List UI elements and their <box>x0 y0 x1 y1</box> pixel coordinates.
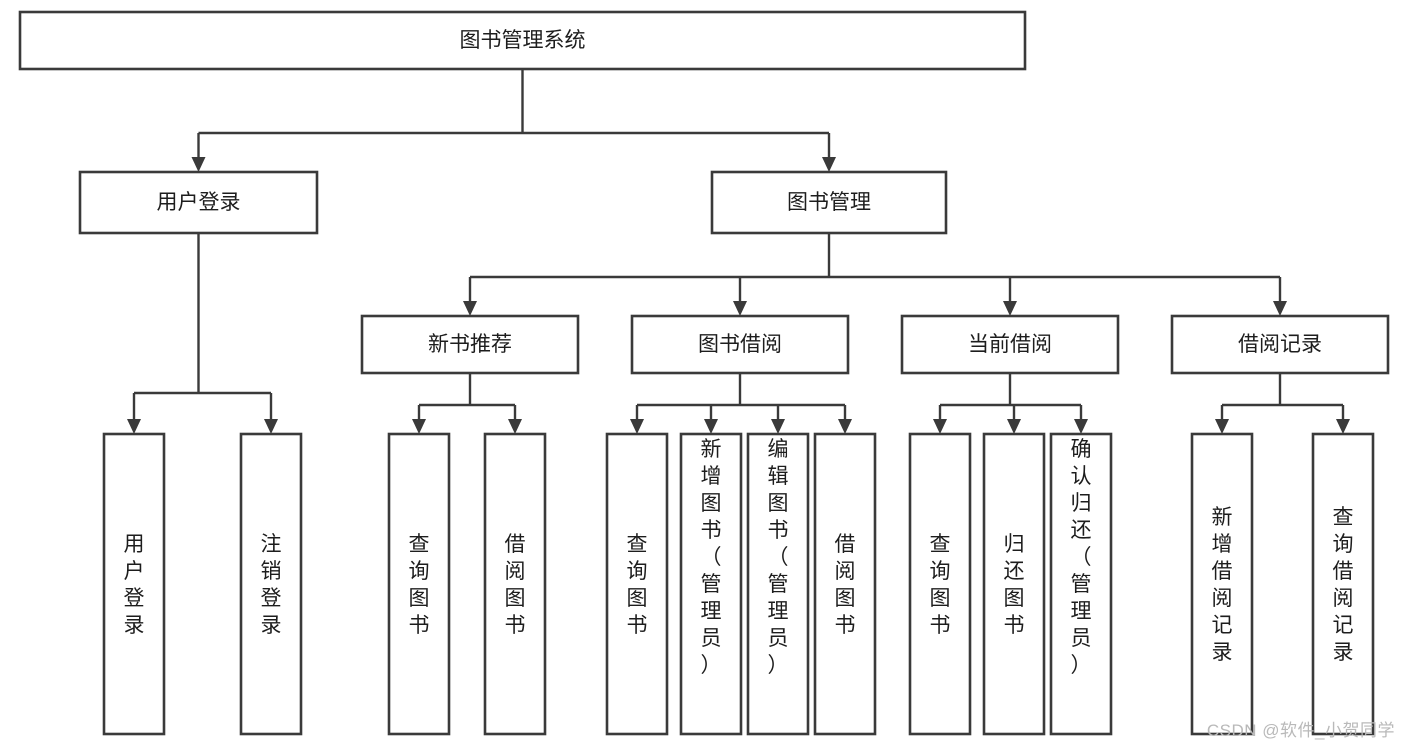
node-new-book-recommend[interactable]: 新书推荐 <box>360 314 580 375</box>
node-leaf-return-book-box[interactable] <box>982 432 1046 736</box>
user-login-to-leaves-arrow-1 <box>264 419 278 434</box>
book-borrow-to-leaves-arrow-3 <box>838 419 852 434</box>
node-book-manage-box[interactable] <box>710 170 948 235</box>
node-leaf-add-book-label: 新增图书（管理员） <box>701 438 722 677</box>
node-book-borrow[interactable]: 图书借阅 <box>630 314 850 375</box>
node-leaf-borrow-book-1-label: 借阅图书 <box>505 533 526 637</box>
node-leaf-logout-login-box[interactable] <box>239 432 303 736</box>
node-leaf-return-book[interactable]: 归还图书 <box>982 432 1046 736</box>
node-layer: 图书管理系统用户登录图书管理新书推荐图书借阅当前借阅借阅记录用户登录注销登录查询… <box>18 10 1390 736</box>
current-borrow-to-leaves-arrow-0 <box>933 419 947 434</box>
node-leaf-confirm-return-label: 确认归还（管理员） <box>1071 438 1092 677</box>
node-root-system[interactable]: 图书管理系统 <box>18 10 1027 71</box>
node-user-login-box[interactable] <box>78 170 319 235</box>
book-manage-to-level3-arrow-0 <box>463 301 477 316</box>
node-leaf-add-book[interactable]: 新增图书（管理员） <box>679 432 743 736</box>
node-book-manage-label: 图书管理 <box>787 191 871 214</box>
node-leaf-add-borrow-record-label: 新增借阅记录 <box>1212 506 1233 664</box>
node-user-login-label: 用户登录 <box>157 191 241 214</box>
book-borrow-to-leaves-arrow-0 <box>630 419 644 434</box>
new-book-recommend-to-leaves-arrow-1 <box>508 419 522 434</box>
book-manage-to-level3-arrow-3 <box>1273 301 1287 316</box>
node-book-borrow-box[interactable] <box>630 314 850 375</box>
node-leaf-add-borrow-record-box[interactable] <box>1190 432 1254 736</box>
node-book-borrow-label: 图书借阅 <box>698 333 782 356</box>
node-leaf-query-book-2-box[interactable] <box>605 432 669 736</box>
node-new-book-recommend-label: 新书推荐 <box>428 333 512 356</box>
node-current-borrow-label: 当前借阅 <box>968 333 1052 356</box>
node-leaf-query-borrow-record-label: 查询借阅记录 <box>1333 506 1354 664</box>
node-leaf-user-login-label: 用户登录 <box>124 533 145 637</box>
node-leaf-query-book-1-label: 查询图书 <box>409 533 430 637</box>
book-manage-to-level3-arrow-2 <box>1003 301 1017 316</box>
node-leaf-edit-book-box[interactable] <box>746 432 810 736</box>
node-leaf-query-book-3[interactable]: 查询图书 <box>908 432 972 736</box>
node-leaf-confirm-return[interactable]: 确认归还（管理员） <box>1049 432 1113 736</box>
node-borrow-record-box[interactable] <box>1170 314 1390 375</box>
node-leaf-add-borrow-record[interactable]: 新增借阅记录 <box>1190 432 1254 736</box>
current-borrow-to-leaves-arrow-2 <box>1074 419 1088 434</box>
borrow-record-to-leaves-arrow-1 <box>1336 419 1350 434</box>
node-leaf-borrow-book-2-box[interactable] <box>813 432 877 736</box>
node-leaf-confirm-return-box[interactable] <box>1049 432 1113 736</box>
node-leaf-logout-login-label: 注销登录 <box>261 533 282 637</box>
node-borrow-record-label: 借阅记录 <box>1238 333 1322 356</box>
node-leaf-borrow-book-2[interactable]: 借阅图书 <box>813 432 877 736</box>
node-new-book-recommend-box[interactable] <box>360 314 580 375</box>
node-leaf-borrow-book-1[interactable]: 借阅图书 <box>483 432 547 736</box>
new-book-recommend-to-leaves-arrow-0 <box>412 419 426 434</box>
node-leaf-query-borrow-record-box[interactable] <box>1311 432 1375 736</box>
node-leaf-query-borrow-record[interactable]: 查询借阅记录 <box>1311 432 1375 736</box>
root-to-level2-arrow-1 <box>822 157 836 172</box>
node-leaf-query-book-2[interactable]: 查询图书 <box>605 432 669 736</box>
node-leaf-query-book-3-label: 查询图书 <box>930 533 951 637</box>
node-leaf-query-book-1[interactable]: 查询图书 <box>387 432 451 736</box>
book-manage-to-level3-arrow-1 <box>733 301 747 316</box>
node-current-borrow-box[interactable] <box>900 314 1120 375</box>
node-leaf-add-book-box[interactable] <box>679 432 743 736</box>
user-login-to-leaves-arrow-0 <box>127 419 141 434</box>
book-borrow-to-leaves-arrow-2 <box>771 419 785 434</box>
borrow-record-to-leaves-arrow-0 <box>1215 419 1229 434</box>
root-to-level2-arrow-0 <box>191 157 206 172</box>
node-leaf-borrow-book-2-label: 借阅图书 <box>835 533 856 637</box>
node-leaf-query-book-2-label: 查询图书 <box>627 533 648 637</box>
node-borrow-record[interactable]: 借阅记录 <box>1170 314 1390 375</box>
node-leaf-borrow-book-1-box[interactable] <box>483 432 547 736</box>
node-leaf-user-login[interactable]: 用户登录 <box>102 432 166 736</box>
node-user-login[interactable]: 用户登录 <box>78 170 319 235</box>
connector-layer <box>127 69 1350 434</box>
node-book-manage[interactable]: 图书管理 <box>710 170 948 235</box>
node-leaf-logout-login[interactable]: 注销登录 <box>239 432 303 736</box>
csdn-watermark: CSDN @软件_小贺同学 <box>1206 721 1395 740</box>
node-leaf-edit-book-label: 编辑图书（管理员） <box>768 438 789 677</box>
node-current-borrow[interactable]: 当前借阅 <box>900 314 1120 375</box>
node-leaf-edit-book[interactable]: 编辑图书（管理员） <box>746 432 810 736</box>
node-leaf-user-login-box[interactable] <box>102 432 166 736</box>
node-root-system-label: 图书管理系统 <box>460 29 586 52</box>
node-leaf-query-book-3-box[interactable] <box>908 432 972 736</box>
node-root-system-box[interactable] <box>18 10 1027 71</box>
node-leaf-return-book-label: 归还图书 <box>1004 533 1025 637</box>
current-borrow-to-leaves-arrow-1 <box>1007 419 1021 434</box>
book-borrow-to-leaves-arrow-1 <box>704 419 718 434</box>
node-leaf-query-book-1-box[interactable] <box>387 432 451 736</box>
